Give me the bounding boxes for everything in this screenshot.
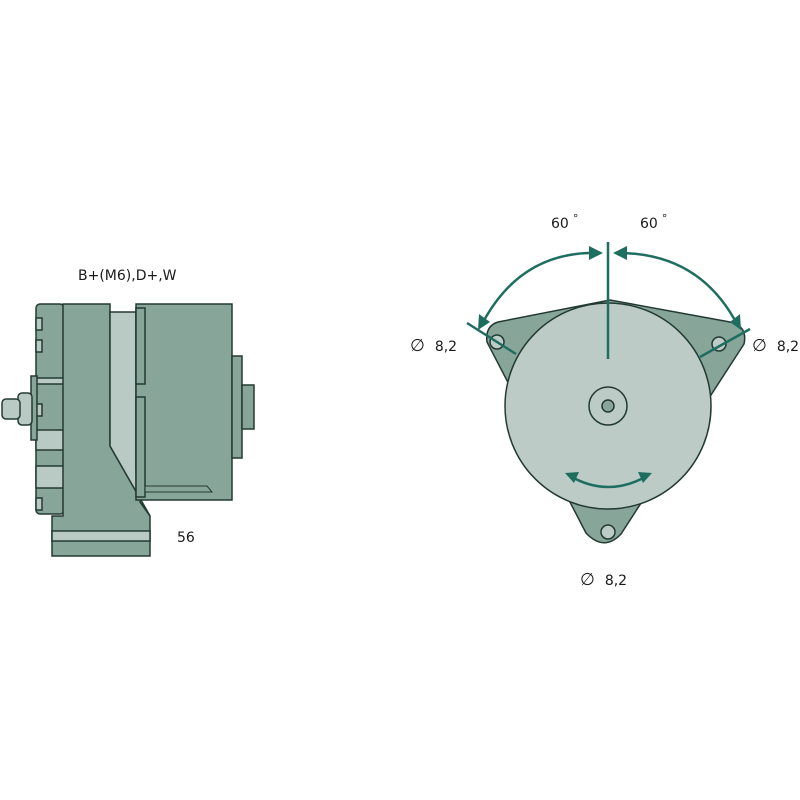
hub-ring: [588, 386, 628, 426]
side-view: [1, 303, 255, 557]
rotation-arrow: [569, 474, 648, 489]
angle-value: 60: [551, 216, 569, 232]
diameter-icon: ∅: [752, 336, 767, 356]
terminal-label: B+(M6),D+,W: [78, 268, 177, 284]
angle-label-left: 60°: [551, 212, 578, 232]
angle-arc-right: [615, 251, 740, 327]
hole-diameter-value: 8,2: [434, 339, 458, 355]
arrowhead-icon: [478, 314, 490, 330]
arrowhead-icon: [613, 246, 627, 260]
arrowhead-icon: [589, 246, 603, 260]
angle-value: 60: [640, 216, 658, 232]
hole-label-bottom: ∅ 8,2: [580, 570, 627, 590]
degree-symbol: °: [572, 212, 579, 225]
hole-diameter-value: 8,2: [604, 573, 628, 589]
hole-label-upper-right: ∅ 8,2: [752, 336, 799, 356]
diameter-icon: ∅: [410, 336, 425, 356]
arrowhead-icon: [565, 472, 579, 483]
front-view: [466, 242, 751, 544]
arrowhead-icon: [638, 472, 652, 483]
shaft: [601, 399, 615, 413]
dimension-label: 56: [177, 530, 195, 546]
radial-line-right: [699, 327, 751, 359]
angle-label-right: 60°: [640, 212, 667, 232]
hole-diameter-value: 8,2: [776, 339, 800, 355]
angle-arc-left: [479, 251, 601, 327]
hole-bottom: [600, 524, 616, 540]
hole-label-upper-left: ∅ 8,2: [410, 336, 457, 356]
arrowhead-icon: [730, 314, 741, 330]
diameter-icon: ∅: [580, 570, 595, 590]
radial-line-left: [466, 321, 517, 356]
degree-symbol: °: [661, 212, 668, 225]
